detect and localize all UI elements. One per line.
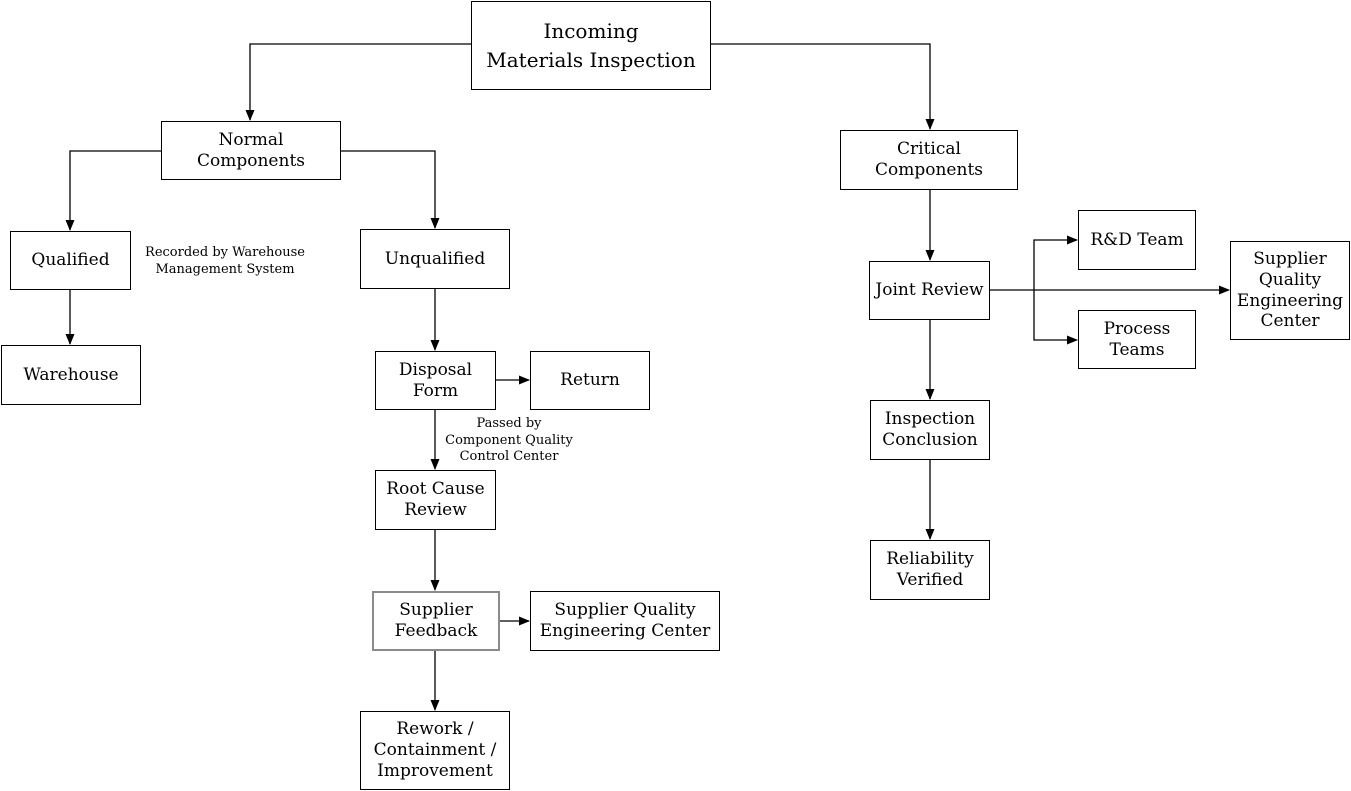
node-normal-components: Normal Components (161, 121, 341, 180)
edge-label-passed-by-cqcc: Passed by Component Quality Control Cent… (445, 416, 573, 465)
node-qualified: Qualified (10, 231, 131, 290)
node-incoming-materials-inspection: Incoming Materials Inspection (471, 1, 711, 90)
edge-joint-review-to-rd-team (1033, 235, 1078, 290)
node-supplier-feedback: Supplier Feedback (372, 591, 500, 651)
node-return: Return (530, 351, 650, 410)
node-root-cause-review: Root Cause Review (375, 470, 496, 530)
node-inspection-conclusion: Inspection Conclusion (870, 400, 990, 460)
node-rd-team: R&D Team (1078, 210, 1196, 270)
node-reliability-verified: Reliability Verified (870, 540, 990, 600)
edge-joint-review-to-process-teams (1033, 290, 1078, 345)
node-critical-components: Critical Components (840, 130, 1018, 190)
node-joint-review: Joint Review (869, 261, 990, 320)
edge-incoming-to-normal (245, 43, 471, 121)
edge-incoming-to-critical (711, 43, 935, 130)
edge-normal-to-unqualified (341, 150, 440, 229)
node-rework-containment-improvement: Rework / Containment / Improvement (360, 711, 510, 790)
edge-normal-to-qualified (65, 150, 161, 231)
node-process-teams: Process Teams (1078, 310, 1196, 369)
node-supplier-quality-engineering-center-right: Supplier Quality Engineering Center (1230, 241, 1350, 340)
node-warehouse: Warehouse (1, 345, 141, 405)
node-supplier-quality-engineering-center-left: Supplier Quality Engineering Center (530, 591, 720, 651)
node-unqualified: Unqualified (360, 229, 510, 289)
node-disposal-form: Disposal Form (375, 351, 496, 410)
edge-label-recorded-by-warehouse: Recorded by Warehouse Management System (145, 245, 305, 277)
